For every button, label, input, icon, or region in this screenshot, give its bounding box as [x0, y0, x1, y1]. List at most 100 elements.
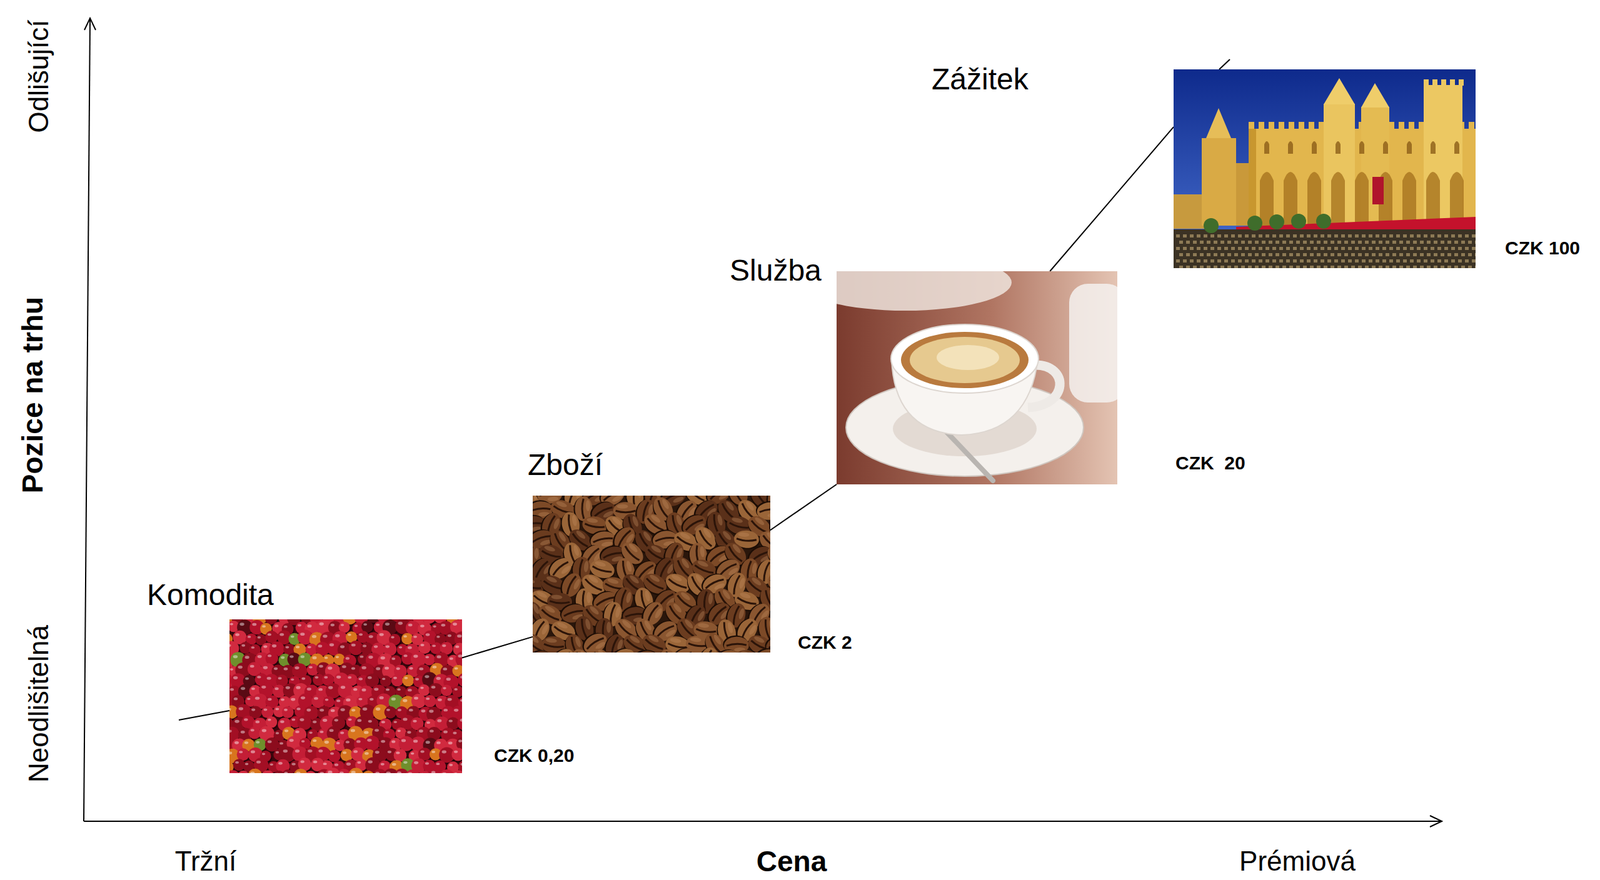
cherry-highlight [251, 687, 256, 691]
chair [1320, 246, 1325, 251]
cherry-highlight [270, 763, 274, 766]
cherry-highlight [380, 740, 386, 744]
bean-crease [592, 537, 613, 543]
chair [1344, 240, 1349, 244]
cherry-highlight [391, 697, 396, 701]
chair [1368, 246, 1373, 251]
photo-illustration [1173, 69, 1476, 269]
foam-center [936, 345, 1000, 371]
cherry-highlight [412, 720, 417, 723]
cherry-highlight [367, 739, 372, 743]
bean-crease [541, 550, 561, 559]
cherry-highlight [306, 687, 312, 691]
bean-highlight [540, 623, 550, 636]
cherry-highlight [407, 646, 413, 650]
bean-highlight [649, 513, 662, 524]
cherry-highlight [442, 750, 447, 755]
cherry-highlight [280, 699, 285, 702]
cherry-highlight [296, 707, 301, 711]
cherry-highlight [390, 636, 395, 639]
cherry-highlight [257, 636, 261, 639]
cherry-highlight [386, 709, 391, 712]
bean-highlight [597, 649, 608, 653]
chair [1371, 253, 1376, 257]
cherry-highlight [295, 730, 299, 734]
cherry-highlight [284, 729, 289, 733]
cherry-highlight [432, 625, 436, 629]
bean-highlight [653, 607, 663, 620]
cherry-highlight [340, 732, 344, 735]
cherry-highlight [402, 699, 408, 703]
cherry-highlight [271, 644, 277, 648]
chair [1351, 253, 1355, 257]
chair [1330, 240, 1335, 244]
bean-highlight [767, 512, 771, 519]
chair [1341, 246, 1345, 251]
cherry-highlight [274, 687, 279, 691]
bean-crease [620, 589, 627, 610]
cherry-highlight [263, 645, 267, 648]
coffee-cherry [457, 715, 463, 731]
cherry-highlight [280, 720, 285, 724]
cherry-highlight [432, 644, 436, 648]
cherry-highlight [279, 633, 284, 637]
bean-highlight [731, 543, 743, 555]
chair [1231, 234, 1235, 238]
cherry-highlight [458, 654, 463, 658]
bean-highlight [689, 637, 702, 643]
cherry-highlight [234, 720, 239, 724]
bean-highlight [683, 618, 695, 630]
cherry-highlight [385, 622, 390, 626]
cherry-highlight [446, 677, 451, 681]
tower-spire [1361, 83, 1390, 108]
cherry-highlight [250, 750, 256, 755]
bean-crease [532, 583, 541, 591]
bean-highlight [534, 548, 539, 560]
tree [1316, 213, 1332, 229]
chair [1354, 234, 1359, 238]
coffee-cherry [337, 769, 351, 774]
bean-crease [615, 510, 636, 513]
bean-crease [664, 652, 668, 653]
coffee-cherry [305, 771, 317, 774]
coffee-cherry [423, 654, 436, 666]
cherry-highlight [261, 685, 266, 690]
cherry-highlight [339, 772, 344, 774]
cherry-highlight [403, 761, 408, 765]
cherry-highlight [407, 731, 411, 735]
cherry-highlight [362, 707, 368, 711]
chair [1327, 234, 1332, 238]
chair [1464, 246, 1469, 251]
cherry-highlight [351, 667, 356, 670]
chair [1327, 246, 1332, 251]
trend-connector [770, 484, 837, 531]
cherry-highlight [385, 645, 390, 648]
cherry-highlight [336, 675, 341, 680]
coffee-bean [585, 644, 617, 653]
window [1359, 141, 1365, 154]
cherry-highlight [398, 646, 403, 650]
chair [1286, 234, 1290, 238]
cherry-highlight [250, 771, 255, 774]
cherry-highlight [229, 708, 232, 711]
cherry-highlight [380, 656, 385, 660]
chair [1385, 253, 1390, 257]
coffee-cherry [455, 652, 463, 668]
chair [1419, 240, 1424, 244]
cherry-highlight [413, 635, 418, 639]
cherry-highlight [353, 688, 358, 691]
cherry-highlight [420, 750, 424, 753]
chair [1313, 246, 1318, 251]
bean-highlight [594, 560, 607, 569]
chair [1403, 234, 1407, 238]
stage-picture-box: ZbožíCZK 2 [532, 495, 771, 653]
cherry-highlight [250, 665, 255, 668]
bean-highlight [628, 634, 641, 645]
cherry-highlight [245, 677, 249, 681]
bean-highlight [737, 607, 746, 620]
chair [1361, 234, 1366, 238]
chair [1179, 253, 1183, 257]
cherry-highlight [247, 635, 252, 639]
cherry-highlight [275, 751, 280, 755]
stage-picture-box: SlužbaCZK 20 [836, 271, 1118, 485]
